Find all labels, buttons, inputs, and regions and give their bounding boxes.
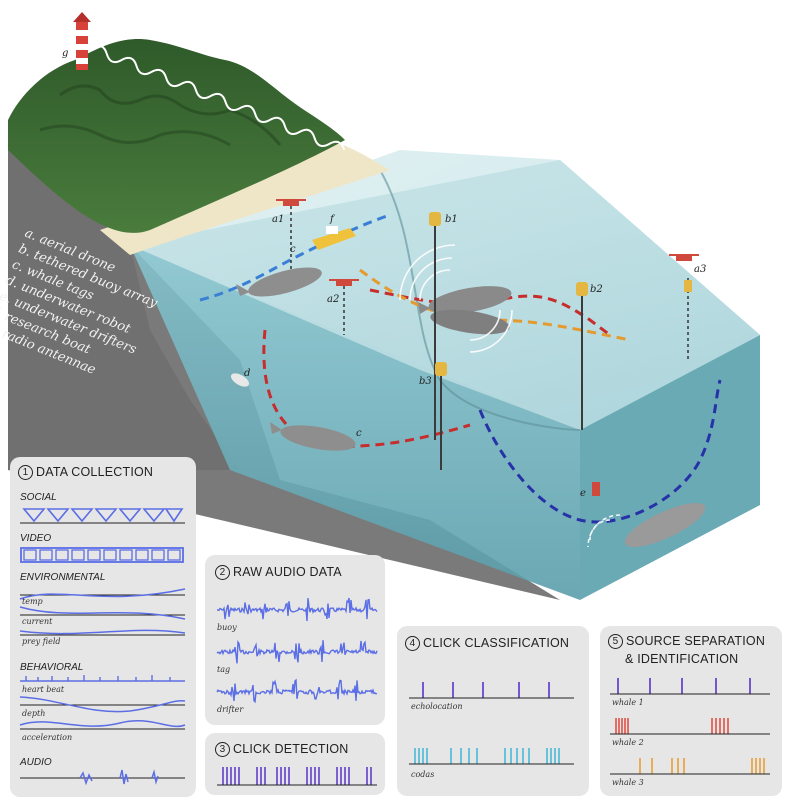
codas-trace [409, 744, 574, 766]
label-whale3: whale 3 [612, 778, 644, 787]
label-drifter: drifter [217, 705, 243, 714]
panel-title-line2: & IDENTIFICATION [625, 652, 738, 666]
tag-audio-trace [217, 637, 377, 667]
underwater-drifter [592, 482, 600, 496]
label-c1: c [290, 244, 296, 255]
drifter-audio-trace [217, 679, 377, 705]
label-temp: temp [22, 597, 43, 606]
whale2-trace [610, 714, 770, 736]
label-social: SOCIAL [20, 492, 57, 503]
label-video: VIDEO [20, 533, 51, 544]
buoy-audio-trace [217, 595, 377, 625]
label-acceleration: acceleration [22, 733, 72, 742]
label-current: current [22, 617, 52, 626]
buoy-b1 [429, 212, 441, 226]
whale3-trace [610, 754, 770, 776]
social-trace [20, 505, 185, 525]
label-prey-field: prey field [22, 637, 61, 646]
label-b3: b3 [419, 376, 432, 387]
buoy-b2 [576, 282, 588, 296]
whale1-trace [610, 674, 770, 696]
label-echolocation: echolocation [411, 702, 463, 711]
label-buoy: buoy [217, 623, 237, 632]
label-codas: codas [411, 770, 434, 779]
label-a2: a2 [327, 294, 339, 305]
buoy-b3 [435, 362, 447, 376]
label-g: g [62, 48, 68, 59]
audio-trace [20, 767, 185, 789]
label-a3: a3 [694, 264, 706, 275]
label-b2: b2 [590, 284, 603, 295]
label-heart-beat: heart beat [22, 685, 64, 694]
label-c2: c [356, 428, 362, 439]
echolocation-trace [409, 678, 574, 700]
label-a1: a1 [272, 214, 284, 225]
label-whale1: whale 1 [612, 698, 644, 707]
label-behavioral: BEHAVIORAL [20, 662, 83, 673]
label-depth: depth [22, 709, 45, 718]
label-d: d [244, 368, 250, 379]
label-whale2: whale 2 [612, 738, 644, 747]
label-b1: b1 [445, 214, 458, 225]
label-e: e [580, 488, 586, 499]
label-environmental: ENVIRONMENTAL [20, 572, 105, 583]
label-tag: tag [217, 665, 230, 674]
video-trace [20, 546, 185, 564]
environmental-traces [20, 585, 185, 643]
click-detection-trace [217, 763, 377, 787]
